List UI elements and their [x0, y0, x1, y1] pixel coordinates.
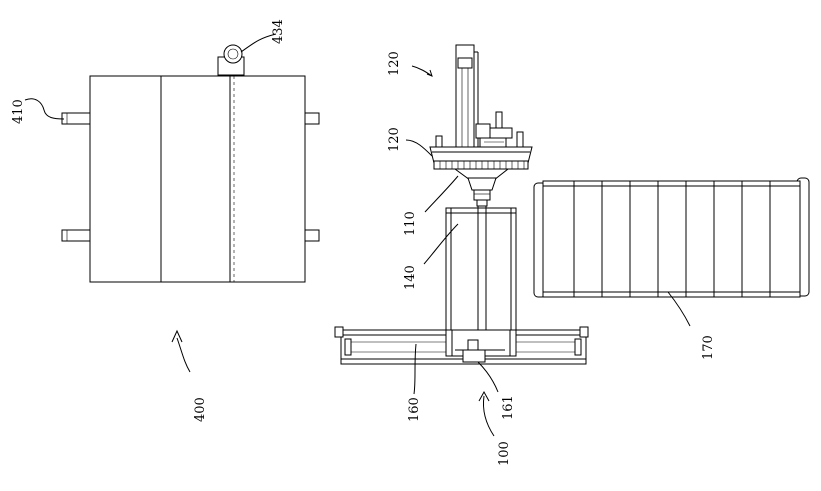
component-170-conveyor: [534, 178, 809, 297]
label-400: 400: [193, 397, 208, 422]
label-140: 140: [403, 265, 418, 290]
label-100: 100: [497, 441, 512, 466]
label-120-tray: 120: [387, 127, 402, 152]
label-161: 161: [501, 395, 516, 420]
label-410: 410: [11, 99, 26, 124]
component-400-box: [62, 45, 319, 282]
label-160: 160: [407, 397, 422, 422]
label-170: 170: [701, 335, 716, 360]
label-434: 434: [271, 19, 286, 44]
label-110: 110: [403, 211, 418, 236]
label-120-top: 120: [387, 51, 402, 76]
